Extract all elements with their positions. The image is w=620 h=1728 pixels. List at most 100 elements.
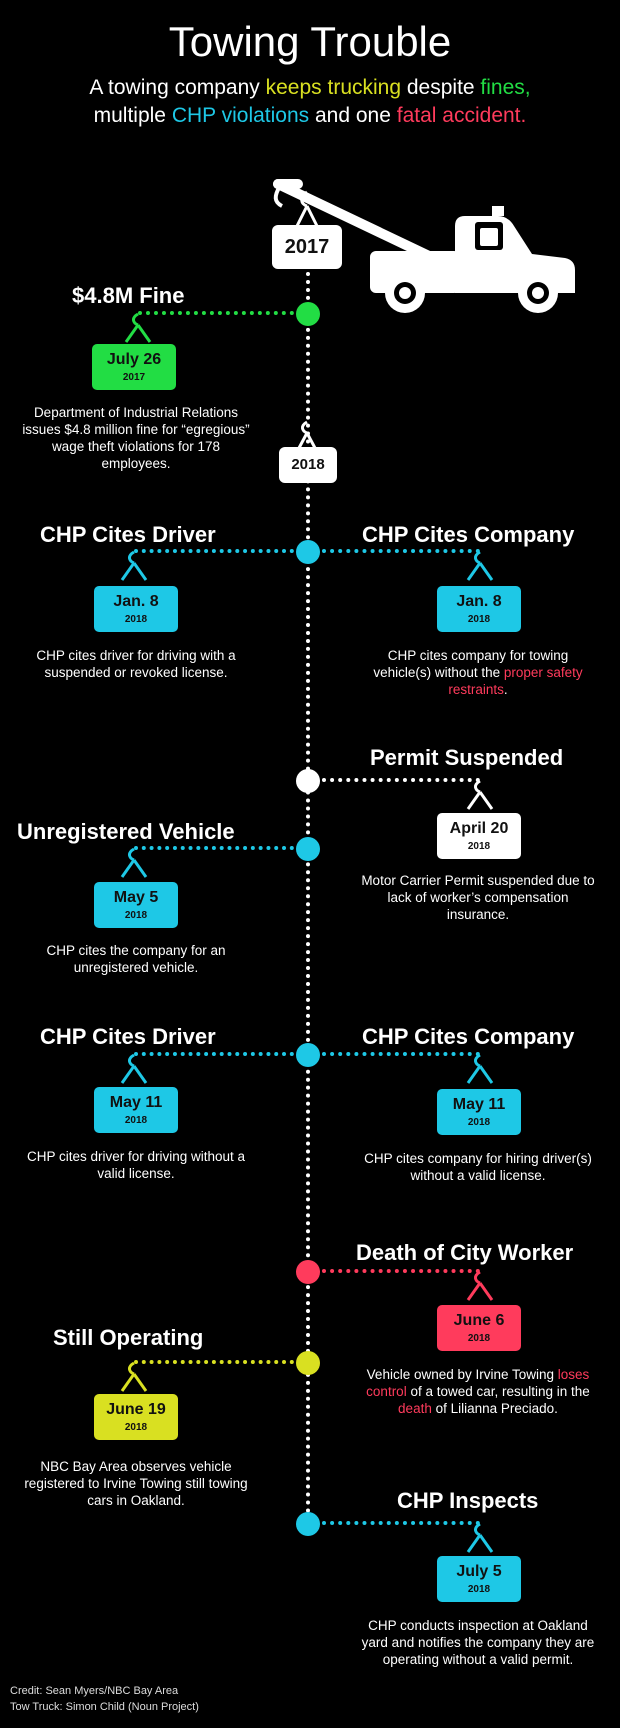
event-heading: Death of City Worker xyxy=(356,1240,574,1265)
event-description: CHP conducts inspection at Oakland yard … xyxy=(361,1618,595,1667)
year-label: 2018 xyxy=(467,1117,491,1128)
description-text: CHP cites company for towing vehicle(s) … xyxy=(373,648,569,680)
hook-icon xyxy=(297,420,317,449)
event-heading: CHP Cites Driver xyxy=(40,522,216,547)
hook-icon xyxy=(466,1270,494,1301)
event-heading: CHP Cites Company xyxy=(362,522,575,547)
description-text: of Lilianna Preciado. xyxy=(431,1401,558,1416)
year-label: 2018 xyxy=(124,1115,148,1126)
event-heading: CHP Cites Driver xyxy=(40,1024,216,1049)
hook-icon xyxy=(120,1361,148,1392)
date-label: July 5 xyxy=(456,1563,502,1580)
hook-icon xyxy=(120,847,148,878)
date-label: May 5 xyxy=(113,889,159,906)
date-label: Jan. 8 xyxy=(113,593,159,610)
tow-truck-icon xyxy=(273,179,575,313)
event-description: CHP cites driver for driving without a v… xyxy=(26,1149,246,1181)
year-label: 2018 xyxy=(467,841,491,852)
event-heading: Still Operating xyxy=(53,1325,204,1350)
date-tag: Jan. 8 2018 xyxy=(94,586,178,632)
timeline-line xyxy=(306,272,310,1530)
event-description: CHP cites company for towing vehicle(s) … xyxy=(358,647,598,698)
year-label: 2018 xyxy=(124,910,148,921)
year-badge-2018: 2018 xyxy=(279,447,337,483)
event-heading: CHP Cites Company xyxy=(362,1024,575,1049)
connector xyxy=(134,846,294,850)
date-tag: July 5 2018 xyxy=(437,1556,521,1602)
timeline-node xyxy=(296,1043,320,1067)
date-label: April 20 xyxy=(449,820,509,837)
date-label: May 11 xyxy=(452,1096,506,1113)
event-heading: $4.8M Fine xyxy=(72,283,185,308)
timeline-node xyxy=(296,540,320,564)
connector xyxy=(322,1521,480,1525)
timeline-node xyxy=(296,769,320,793)
connector xyxy=(322,1269,480,1273)
date-tag: May 11 2018 xyxy=(437,1089,521,1135)
hook-icon xyxy=(466,1522,494,1553)
year-label: 2018 xyxy=(467,614,491,625)
event-description: CHP cites driver for driving with a susp… xyxy=(36,648,236,680)
subtitle-highlight: fatal accident. xyxy=(396,104,527,127)
timeline-node xyxy=(296,837,320,861)
year-label: 2017 xyxy=(122,372,146,383)
hook-icon xyxy=(466,550,494,581)
timeline-node xyxy=(296,1351,320,1375)
date-label: July 26 xyxy=(106,351,162,368)
event-description: CHP cites company for hiring driver(s) w… xyxy=(364,1151,592,1183)
credit-line: Credit: Sean Myers/NBC Bay Area xyxy=(10,1685,179,1697)
date-tag: June 6 2018 xyxy=(437,1305,521,1351)
connector xyxy=(134,1360,294,1364)
connector xyxy=(322,1052,480,1056)
year-label: 2018 xyxy=(124,614,148,625)
connector xyxy=(134,549,294,553)
date-tag: May 5 2018 xyxy=(94,882,178,928)
year-badge-2017: 2017 xyxy=(272,225,342,269)
description-text: Vehicle owned by Irvine Towing xyxy=(366,1367,558,1382)
subtitle: A towing company keeps trucking despite … xyxy=(0,74,620,130)
connector xyxy=(134,1052,294,1056)
subtitle-highlight: keeps trucking xyxy=(265,76,402,99)
date-tag: July 26 2017 xyxy=(92,344,176,390)
hook-icon xyxy=(466,1053,494,1084)
subtitle-text: despite xyxy=(401,76,481,99)
event-heading: CHP Inspects xyxy=(397,1488,539,1513)
date-tag: Jan. 8 2018 xyxy=(437,586,521,632)
event-description: NBC Bay Area observes vehicle registered… xyxy=(24,1459,248,1508)
year-label: 2018 xyxy=(467,1584,491,1595)
subtitle-text: A towing company xyxy=(89,76,266,99)
date-tag: April 20 2018 xyxy=(437,813,521,859)
hook-icon xyxy=(295,190,319,227)
subtitle-text: and one xyxy=(309,104,397,127)
hook-icon xyxy=(466,779,494,810)
event-description: Motor Carrier Permit suspended due to la… xyxy=(361,873,595,922)
event-description: Department of Industrial Relations issue… xyxy=(22,405,250,471)
event-description: Vehicle owned by Irvine Towing loses con… xyxy=(358,1366,598,1417)
subtitle-highlight: CHP violations xyxy=(171,104,310,127)
connector xyxy=(322,778,480,782)
description-highlight: death xyxy=(398,1401,432,1416)
subtitle-highlight: fines, xyxy=(480,76,531,99)
year-label: 2018 xyxy=(124,1422,148,1433)
year-label: 2018 xyxy=(467,1333,491,1344)
date-tag: May 11 2018 xyxy=(94,1087,178,1133)
description-highlight: proper safety restraints xyxy=(448,665,583,697)
date-tag: June 19 2018 xyxy=(94,1394,178,1440)
description-highlight: loses control xyxy=(366,1367,590,1399)
connector xyxy=(138,311,294,315)
hook-icon xyxy=(124,312,152,343)
hook-icon xyxy=(120,1053,148,1084)
date-label: June 6 xyxy=(453,1312,505,1329)
connector xyxy=(322,549,480,553)
credit-line: Tow Truck: Simon Child (Noun Project) xyxy=(10,1701,199,1713)
event-heading: Unregistered Vehicle xyxy=(17,819,235,844)
date-label: June 19 xyxy=(106,1401,166,1418)
event-description: CHP cites the company for an unregistere… xyxy=(46,943,226,975)
hook-icon xyxy=(120,550,148,581)
timeline-node xyxy=(296,302,320,326)
timeline-node xyxy=(296,1260,320,1284)
page-title: Towing Trouble xyxy=(168,18,452,65)
description-text: . xyxy=(503,682,508,697)
subtitle-text: multiple xyxy=(93,104,172,127)
